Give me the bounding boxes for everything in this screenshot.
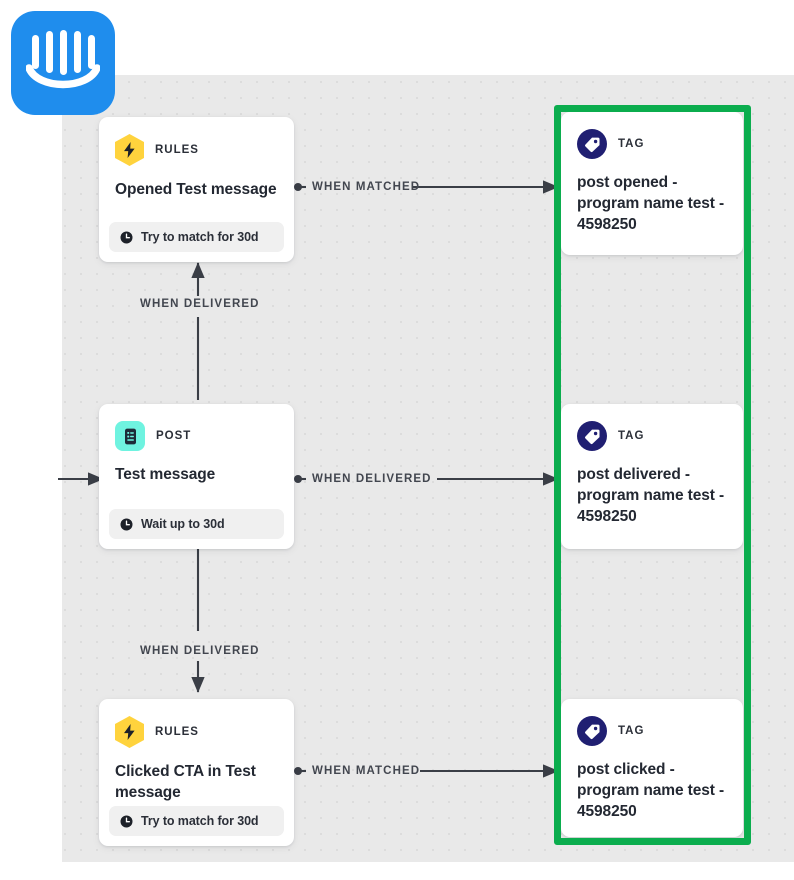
connector-label-when-delivered-up: WHEN DELIVERED — [140, 298, 260, 310]
node-kind-label: POST — [156, 430, 192, 442]
node-header: TAG — [561, 699, 743, 746]
node-footer-label: Try to match for 30d — [141, 230, 259, 244]
node-footer-label: Try to match for 30d — [141, 814, 259, 828]
lightning-bolt-icon — [115, 134, 144, 166]
connector-label-when-delivered-down: WHEN DELIVERED — [140, 645, 260, 657]
lightning-bolt-icon — [115, 716, 144, 748]
node-title: post delivered - program name test - 459… — [577, 466, 725, 525]
logo-bars — [11, 30, 115, 75]
node-kind-label: RULES — [155, 726, 199, 738]
node-tag-post-delivered[interactable]: TAG post delivered - program name test -… — [561, 404, 743, 549]
node-header: RULES — [99, 699, 294, 748]
node-rules-opened[interactable]: RULES Opened Test message Try to match f… — [99, 117, 294, 262]
clock-icon — [120, 815, 133, 827]
tag-icon — [577, 421, 607, 451]
node-header: RULES — [99, 117, 294, 166]
intercom-logo — [11, 11, 115, 115]
node-title: Test message — [115, 466, 216, 483]
connector-label-when-matched-clicked: WHEN MATCHED — [312, 765, 421, 777]
node-kind-label: TAG — [618, 138, 645, 150]
clock-icon — [120, 231, 133, 243]
node-kind-label: RULES — [155, 144, 199, 156]
node-tag-post-clicked[interactable]: TAG post clicked - program name test - 4… — [561, 699, 743, 837]
node-post-test-message[interactable]: POST Test message Wait up to 30d — [99, 404, 294, 549]
node-title: post clicked - program name test - 45982… — [577, 761, 725, 820]
node-title: Opened Test message — [115, 181, 277, 198]
node-rules-clicked-cta[interactable]: RULES Clicked CTA in Test message Try to… — [99, 699, 294, 846]
node-tag-post-opened[interactable]: TAG post opened - program name test - 45… — [561, 112, 743, 255]
node-title: Clicked CTA in Test message — [115, 763, 256, 801]
node-footer-pill[interactable]: Try to match for 30d — [109, 222, 284, 252]
clock-icon — [120, 518, 133, 530]
tag-icon — [577, 129, 607, 159]
node-footer-label: Wait up to 30d — [141, 517, 225, 531]
logo-smile-icon — [26, 64, 100, 89]
connector-label-when-matched-opened: WHEN MATCHED — [312, 181, 421, 193]
node-footer-pill[interactable]: Wait up to 30d — [109, 509, 284, 539]
node-header: TAG — [561, 112, 743, 159]
document-icon — [115, 421, 145, 451]
node-footer-pill[interactable]: Try to match for 30d — [109, 806, 284, 836]
node-title: post opened - program name test - 459825… — [577, 174, 725, 233]
node-header: TAG — [561, 404, 743, 451]
node-kind-label: TAG — [618, 725, 645, 737]
connector-label-when-delivered-right: WHEN DELIVERED — [312, 473, 432, 485]
node-kind-label: TAG — [618, 430, 645, 442]
tag-icon — [577, 716, 607, 746]
node-header: POST — [99, 404, 294, 451]
